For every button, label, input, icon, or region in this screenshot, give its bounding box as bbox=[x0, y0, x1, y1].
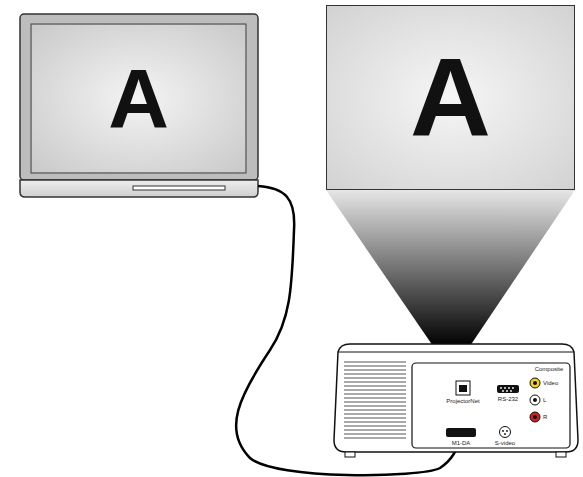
serial-port bbox=[497, 385, 519, 393]
vent-grille bbox=[344, 362, 406, 438]
video-jack bbox=[530, 378, 540, 388]
port-label: R bbox=[543, 414, 547, 420]
light-beam bbox=[326, 190, 575, 346]
port-label: L bbox=[543, 397, 546, 403]
audio-right-jack bbox=[530, 412, 540, 422]
laptop-lid bbox=[20, 14, 258, 180]
projector-edge bbox=[338, 352, 574, 353]
port-panel bbox=[412, 363, 570, 448]
projection-screen: A bbox=[326, 5, 575, 190]
network-port bbox=[459, 385, 467, 392]
port-label: Composite bbox=[535, 366, 564, 372]
network-port bbox=[456, 381, 470, 395]
laptop-bezel bbox=[31, 24, 246, 173]
laptop-slot bbox=[133, 186, 225, 190]
port-label: M1-DA bbox=[452, 440, 471, 446]
laptop-base bbox=[20, 180, 258, 197]
laptop-screen: A bbox=[32, 25, 245, 172]
audio-left-jack bbox=[530, 395, 540, 405]
port-label: RS-232 bbox=[498, 396, 518, 402]
m1-da-port bbox=[446, 428, 476, 437]
port-label: Video bbox=[543, 380, 558, 386]
screen-letter: A bbox=[410, 42, 491, 154]
port-label: S-video bbox=[495, 440, 515, 446]
projector-foot bbox=[345, 452, 355, 457]
projector-body bbox=[334, 344, 578, 452]
projector-foot bbox=[556, 452, 566, 457]
port-label: ProjectorNet bbox=[446, 398, 479, 404]
s-video-port bbox=[500, 427, 511, 438]
screen-letter: A bbox=[108, 57, 169, 141]
